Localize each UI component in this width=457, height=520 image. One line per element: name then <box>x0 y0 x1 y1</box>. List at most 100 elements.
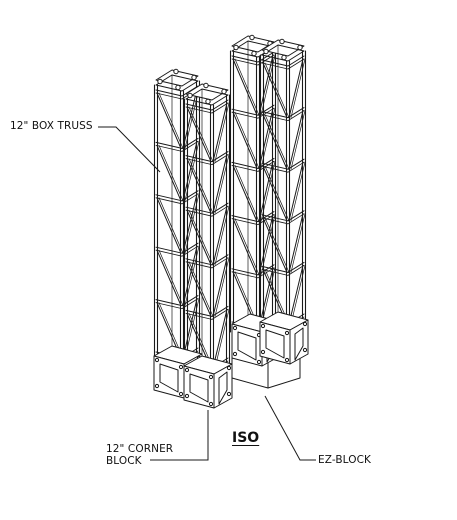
bolt <box>249 34 255 41</box>
truss-rung <box>185 209 213 217</box>
truss-rung <box>287 110 305 121</box>
truss-diagonal <box>264 114 290 170</box>
corner-block-window <box>237 331 257 361</box>
truss-rung <box>261 111 289 119</box>
tower-top-plate <box>185 88 229 106</box>
truss-rung <box>155 92 183 100</box>
truss-diagonal <box>234 58 260 116</box>
leader-corner-block <box>150 410 209 461</box>
truss-rung <box>287 55 305 67</box>
corner-block-window <box>218 371 228 405</box>
callout-ez-block: EZ-BLOCK <box>318 454 372 466</box>
bolt <box>154 357 160 363</box>
truss-diagonal <box>290 161 306 222</box>
tower-top-cap <box>261 39 305 57</box>
truss-diagonal <box>262 165 288 222</box>
tower-top-plate <box>261 44 305 62</box>
bolt <box>226 365 232 371</box>
truss-diagonal <box>214 257 230 317</box>
truss-diagonal <box>214 205 230 266</box>
bolt <box>203 82 209 89</box>
truss-diagonal <box>232 58 258 116</box>
truss-rung <box>185 206 213 214</box>
truss-diagonal <box>290 265 306 325</box>
truss-diagonal <box>232 111 258 169</box>
truss-diagonal <box>158 249 184 306</box>
truss-rung <box>185 309 213 317</box>
truss-rung <box>287 161 305 173</box>
view-title: ISO <box>232 430 260 446</box>
truss-diagonal <box>158 92 184 149</box>
corner-block-front <box>259 321 291 365</box>
truss-rung <box>287 261 305 273</box>
truss-diagonal <box>288 161 304 222</box>
bolt <box>187 92 193 99</box>
bolt <box>284 357 290 363</box>
truss-rung <box>211 308 229 320</box>
bolt <box>154 383 160 389</box>
truss-rung <box>211 205 229 217</box>
truss-diagonal <box>186 261 212 317</box>
bolt <box>157 78 163 85</box>
truss-rung <box>155 89 183 97</box>
corner-block-window <box>159 363 179 393</box>
bolt <box>302 347 308 353</box>
truss-rung <box>185 155 213 163</box>
truss-diagonal <box>212 102 228 163</box>
bolt <box>302 321 308 327</box>
truss-diagonal <box>182 140 198 202</box>
corner-block-front <box>231 323 263 367</box>
callout-box-truss: 12" BOX TRUSS <box>10 120 93 132</box>
tower-top-plate <box>155 74 199 92</box>
truss-rung <box>211 305 229 317</box>
bolt <box>184 393 190 399</box>
truss-rung <box>231 164 259 172</box>
truss-rung <box>211 202 229 214</box>
truss-diagonal <box>264 165 290 222</box>
truss-diagonal <box>214 154 230 214</box>
truss-rung <box>211 154 229 166</box>
truss-rung <box>185 103 213 111</box>
bolt <box>232 351 238 357</box>
truss-rung <box>185 261 213 269</box>
bolt <box>184 367 190 373</box>
bolt <box>178 364 184 370</box>
tower-top-cap <box>155 69 199 87</box>
truss-diagonal <box>290 213 306 273</box>
truss-rung <box>287 158 305 170</box>
truss-rung <box>287 107 305 119</box>
truss-rung <box>185 106 213 114</box>
truss-diagonal <box>232 164 258 223</box>
bolt <box>263 48 269 55</box>
leader-ez-block <box>264 395 316 461</box>
truss-diagonal <box>288 213 304 273</box>
truss-diagonal <box>212 205 228 266</box>
truss-rung <box>231 215 259 223</box>
truss-rung <box>185 158 213 166</box>
truss-diagonal <box>234 165 260 222</box>
bolt <box>221 88 227 95</box>
truss-diagonal <box>212 257 228 317</box>
bolt <box>281 54 287 61</box>
truss-diagonal <box>288 110 304 170</box>
truss-diagonal <box>158 145 184 202</box>
truss-diagonal <box>288 264 304 325</box>
truss-diagonal <box>156 144 182 202</box>
bolt <box>232 325 238 331</box>
leader-box-truss <box>98 126 161 173</box>
truss-diagonal <box>262 62 288 119</box>
truss-rung <box>231 271 259 279</box>
truss-rung <box>287 264 305 276</box>
truss-diagonal <box>232 218 258 276</box>
truss-rung <box>185 258 213 266</box>
truss-rung <box>155 144 183 152</box>
corner-block-front <box>153 355 185 399</box>
truss-rung <box>211 257 229 269</box>
truss-diagonal <box>182 245 198 307</box>
truss-diagonal <box>258 107 274 169</box>
truss-rung <box>211 254 229 266</box>
truss-diagonal <box>182 88 198 149</box>
bolt <box>251 50 257 57</box>
truss-rung <box>231 268 259 276</box>
